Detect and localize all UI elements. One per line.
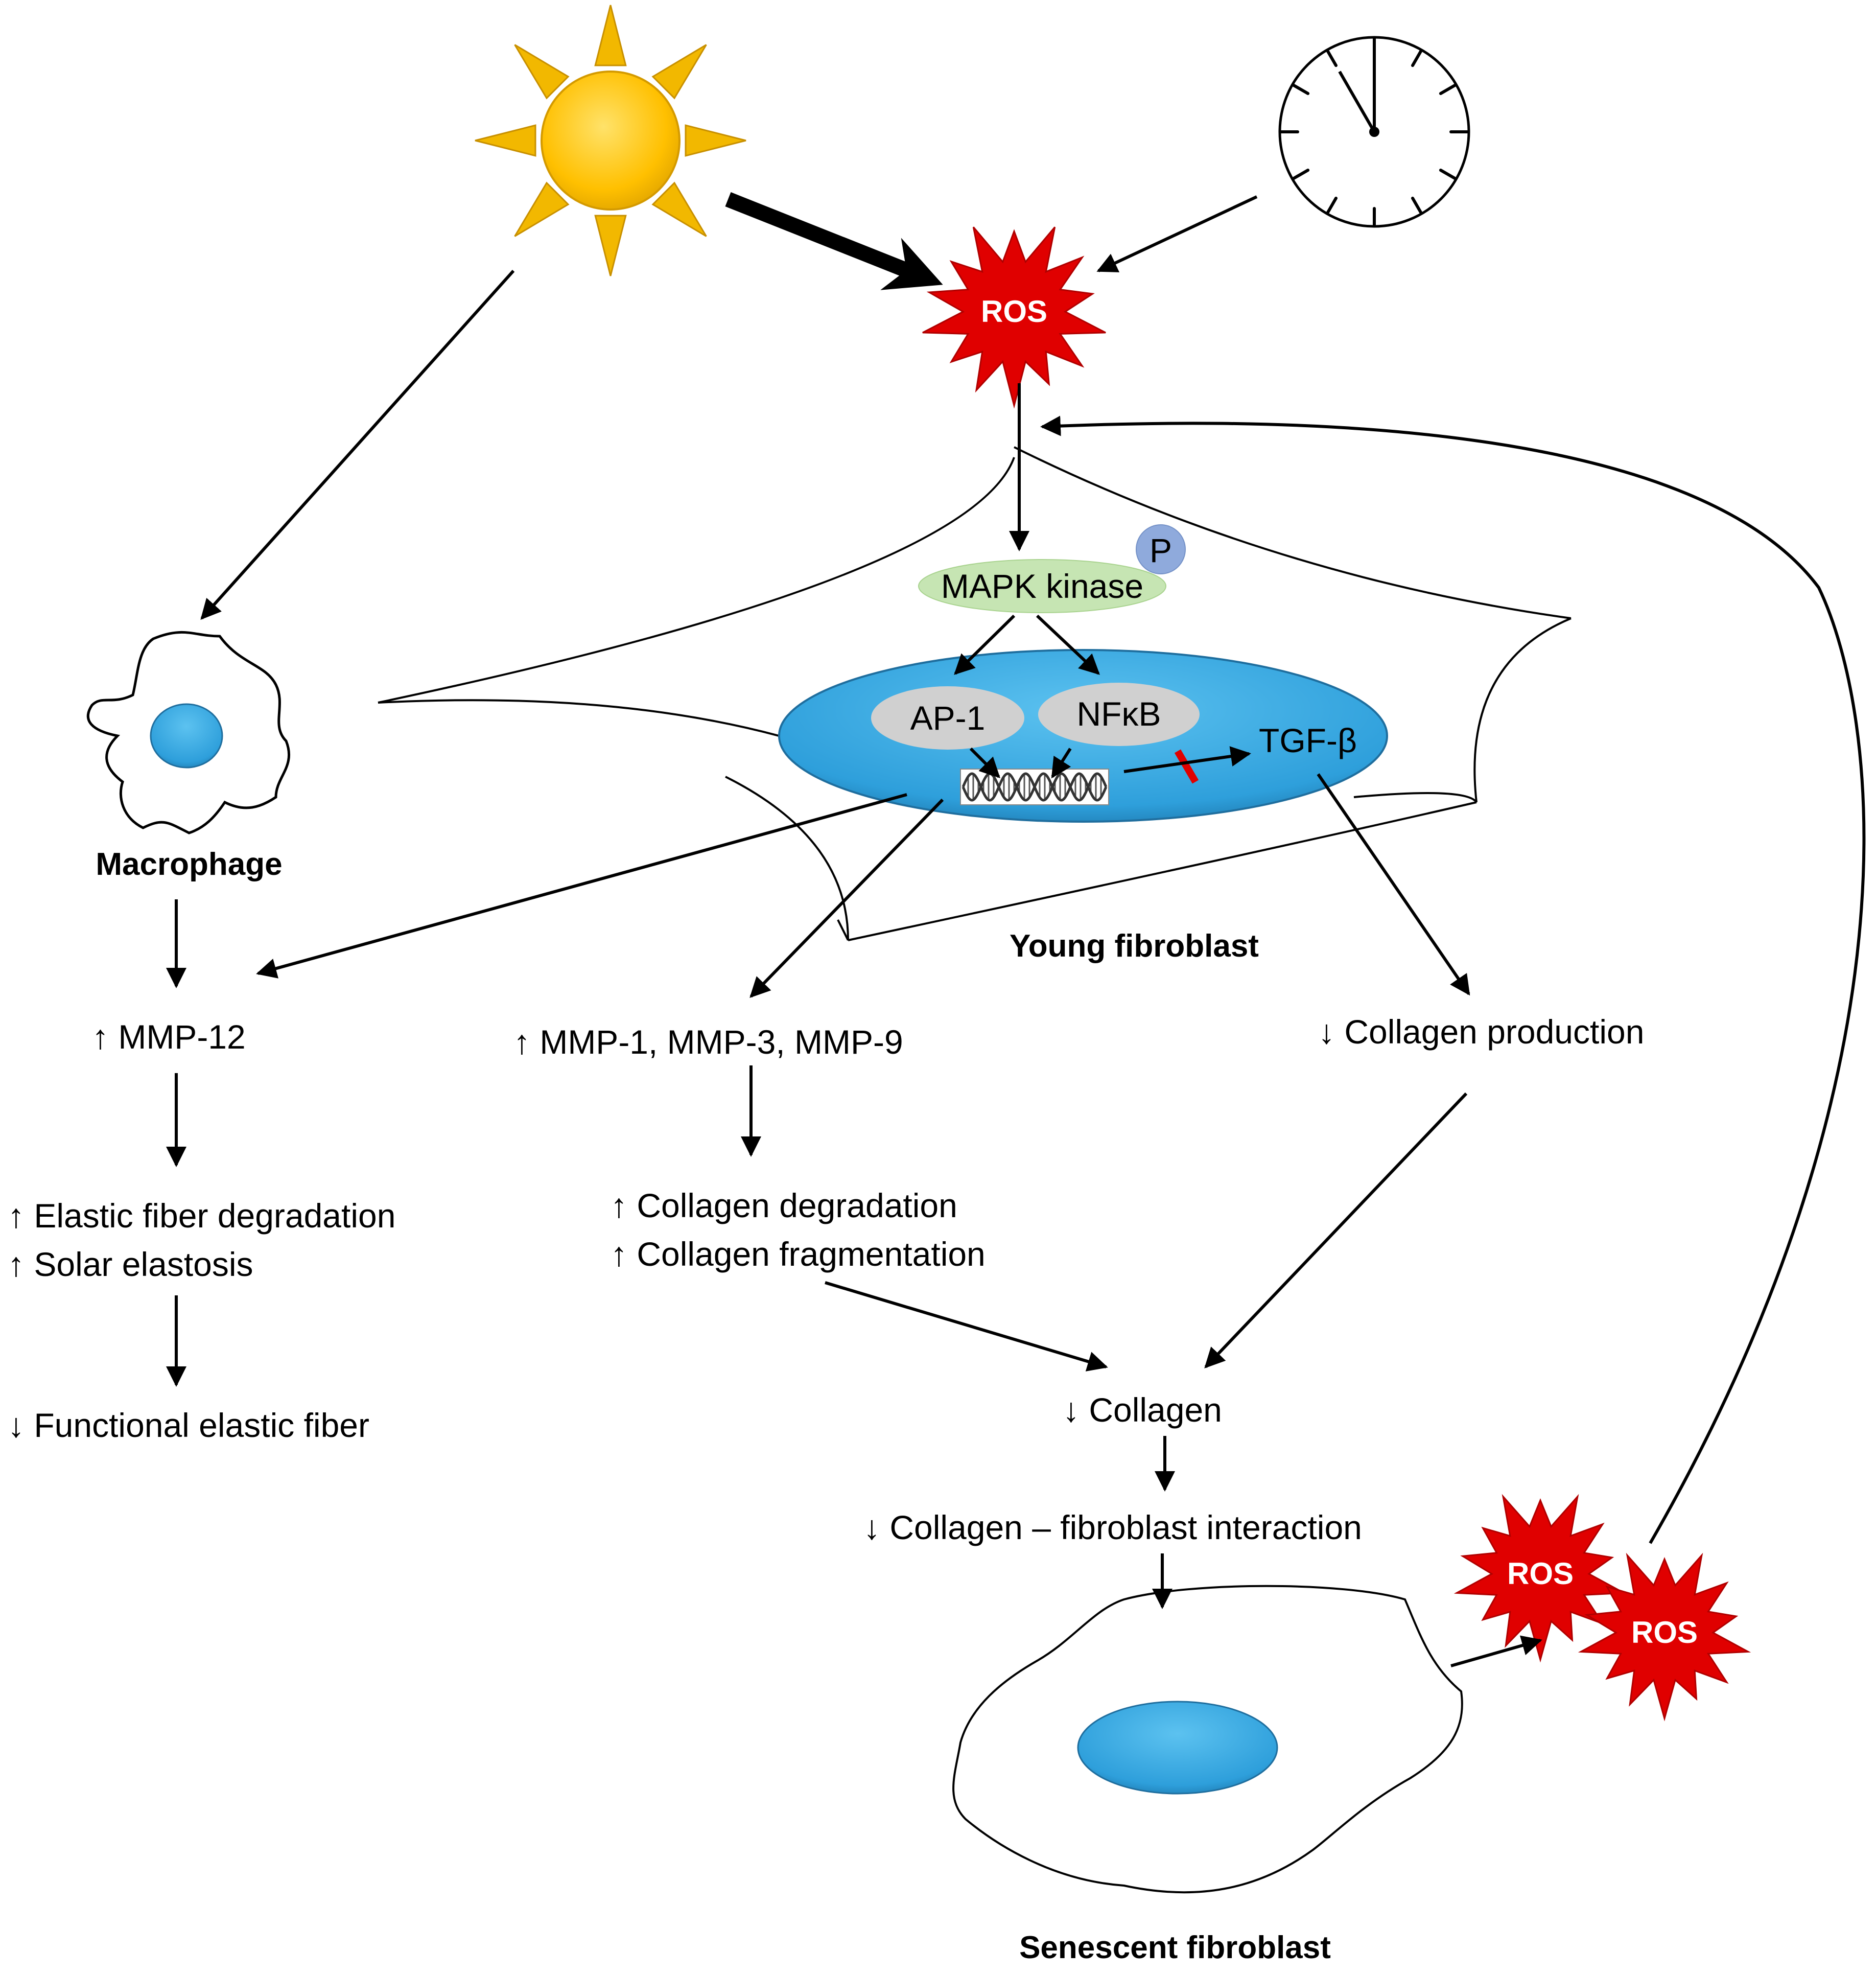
sun-ray	[594, 5, 627, 66]
sun-ray	[651, 44, 707, 100]
ap1-label: AP-1	[910, 699, 986, 737]
arrow-sun-to-ros	[725, 192, 943, 290]
young-fibroblast-label: Young fibroblast	[1010, 928, 1259, 964]
mapk-label: MAPK kinase	[941, 567, 1143, 605]
senescent-fibroblast-cell	[952, 1585, 1463, 1894]
solar-elastosis-label: ↑ Solar elastosis	[8, 1245, 253, 1283]
sun-icon	[475, 5, 746, 276]
arrow-fragmentation-to-collagen	[825, 1281, 1108, 1372]
young-fibroblast-outline	[378, 446, 1572, 941]
clock-tick	[1439, 169, 1457, 180]
arrow-ap1-to-dna	[969, 747, 1000, 778]
elastic-degradation-label: ↑ Elastic fiber degradation	[8, 1197, 395, 1235]
ros-senescent-2-label: ROS	[1631, 1615, 1698, 1649]
clock-tick	[1411, 196, 1422, 214]
arrow-mapk-to-ap1	[954, 614, 1016, 675]
arrow-mapk-to-nfkb	[1036, 614, 1100, 675]
ros-burst-top: ROS	[922, 226, 1106, 409]
arrow-production-to-collagen	[1204, 1092, 1468, 1368]
arrow-nfkb-to-dna	[1051, 748, 1072, 779]
collagen-fragmentation-label: ↑ Collagen fragmentation	[611, 1235, 986, 1273]
sun-ray	[514, 181, 570, 237]
arrow-tgfb-to-collagen-production	[1317, 773, 1470, 996]
mmp-1-3-9-label: ↑ MMP-1, MMP-3, MMP-9	[513, 1023, 903, 1061]
macrophage-cell	[86, 631, 290, 834]
macrophage-label: Macrophage	[96, 847, 282, 882]
mapk-kinase: MAPK kinase	[918, 559, 1166, 613]
clock-tick	[1292, 84, 1310, 95]
phospho-label: P	[1150, 531, 1172, 569]
ros-burst-senescent-2: ROS	[1578, 1552, 1751, 1722]
nfkb-factor: NFκB	[1038, 683, 1200, 746]
ap1-factor: AP-1	[871, 686, 1024, 750]
sun-ray	[514, 44, 570, 100]
arrow-dna-to-mmp139	[749, 798, 944, 998]
arrow-dna-to-tgfb	[1123, 746, 1251, 773]
clock-tick	[1292, 169, 1310, 180]
arrow-dna-to-mmp12	[256, 793, 907, 979]
clock-tick	[1411, 50, 1422, 67]
arrow-sun-to-macrophage	[200, 269, 515, 620]
clock-tick	[1326, 196, 1338, 214]
phospho-badge: P	[1136, 524, 1186, 574]
collagen-label: ↓ Collagen	[1063, 1391, 1222, 1429]
clock-tick	[1439, 84, 1457, 95]
arrow-senescent-ros-feedback	[1040, 415, 1866, 1544]
collagen-degradation-label: ↑ Collagen degradation	[611, 1187, 957, 1224]
tgfb-label: TGF-β	[1259, 722, 1357, 759]
mmp12-label: ↑ MMP-12	[92, 1018, 246, 1056]
sun-ray	[651, 181, 707, 237]
arrow-clock-to-ros	[1096, 195, 1258, 272]
arrow-senescent-to-ros	[1450, 1635, 1542, 1667]
ros-senescent-1-label: ROS	[1507, 1556, 1574, 1591]
sun-ray	[594, 215, 627, 276]
senescent-fibroblast-label: Senescent fibroblast	[1019, 1930, 1331, 1965]
clock-tick	[1326, 50, 1338, 67]
sun-ray	[685, 124, 746, 157]
nfkb-label: NFκB	[1077, 695, 1161, 733]
clock-icon	[1278, 36, 1470, 228]
functional-elastic-label: ↓ Functional elastic fiber	[8, 1406, 369, 1444]
collagen-interaction-label: ↓ Collagen – fibroblast interaction	[863, 1508, 1362, 1546]
collagen-production-label: ↓ Collagen production	[1318, 1013, 1644, 1051]
inhibition-mark-icon	[1174, 749, 1199, 784]
ros-top-label: ROS	[981, 294, 1047, 329]
ros-burst-senescent-1: ROS	[1453, 1494, 1627, 1663]
dna-icon	[960, 769, 1109, 805]
sun-ray	[475, 124, 536, 157]
